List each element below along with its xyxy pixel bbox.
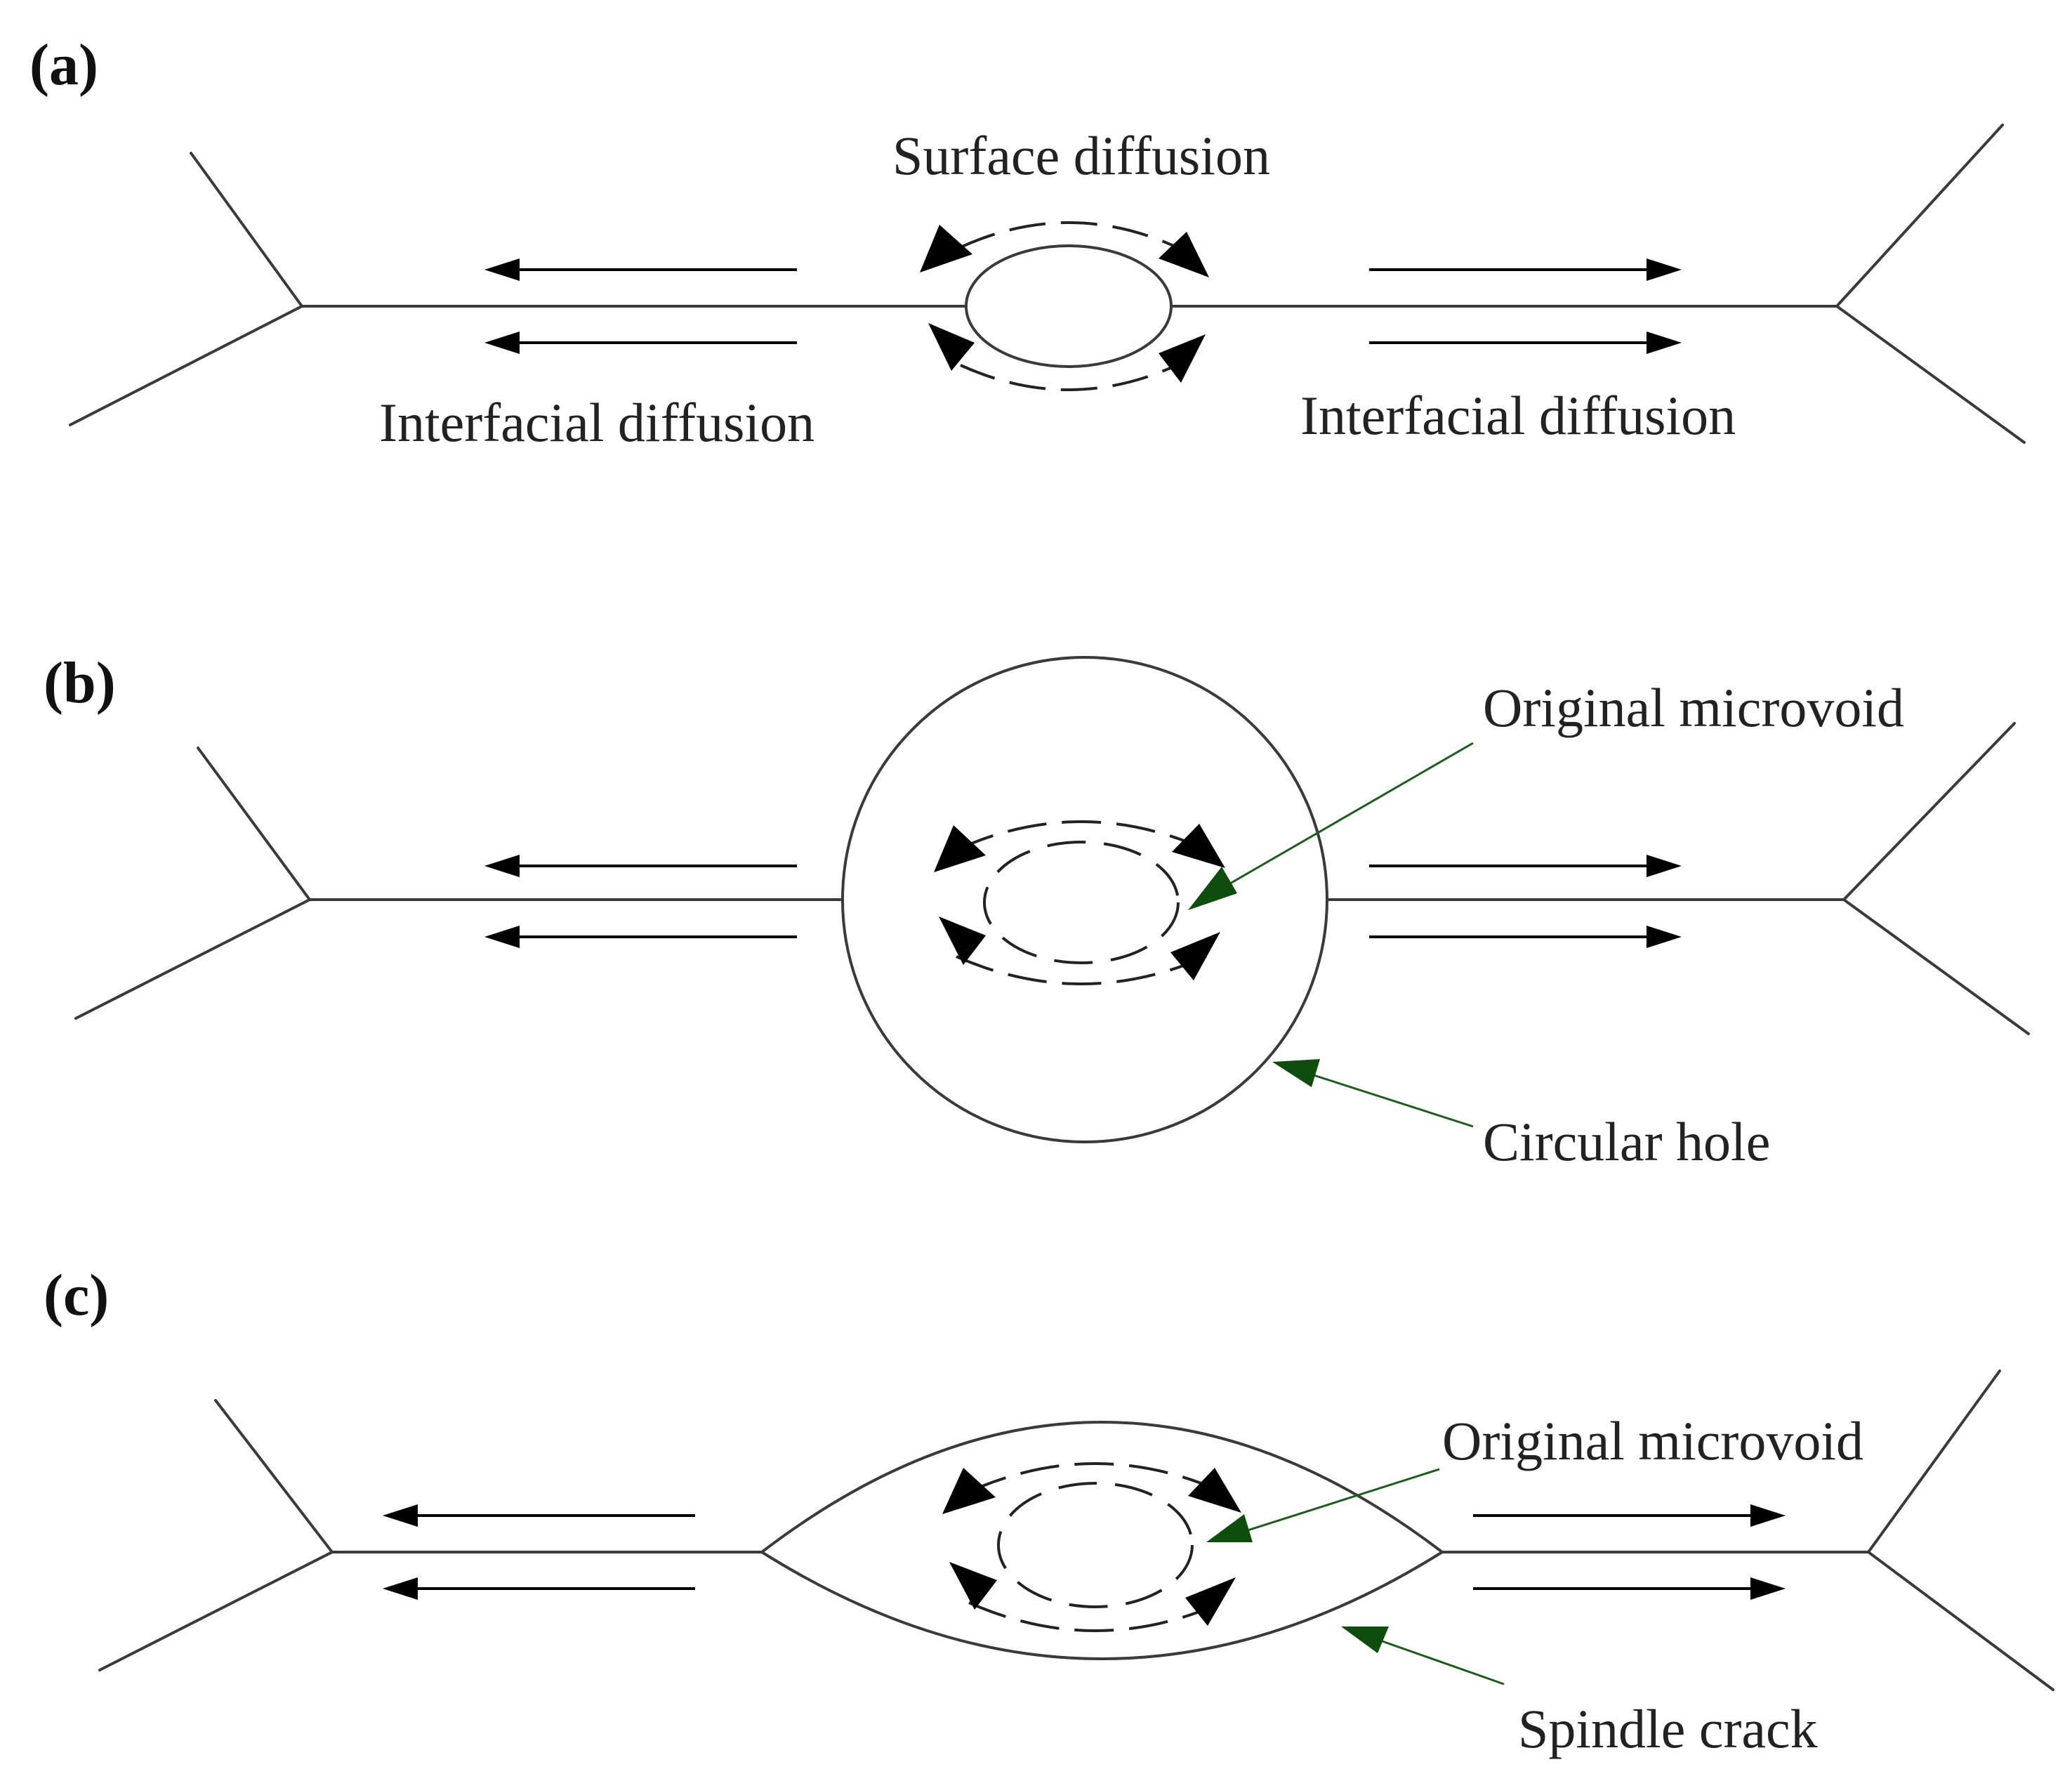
arrowhead-icon xyxy=(484,258,520,281)
arrowhead-icon xyxy=(383,1504,418,1527)
panel-a: (a) Surface diffusion Interfacial diffus… xyxy=(29,32,2026,453)
original-microvoid-label: Original microvoid xyxy=(1442,1410,1863,1471)
arrowhead-icon xyxy=(949,1562,997,1610)
leader-arrowhead-icon xyxy=(1272,1059,1320,1087)
arrowhead-icon xyxy=(484,855,520,877)
panel-c-tag: (c) xyxy=(44,1263,109,1328)
left-triple-junction xyxy=(74,747,312,1020)
spindle-crack-label: Spindle crack xyxy=(1518,1698,1818,1759)
arrowhead-icon xyxy=(1750,1504,1786,1527)
left-triple-junction xyxy=(69,152,304,426)
surface-diffusion-arc-top xyxy=(968,1462,1222,1493)
leader-arrowhead-icon xyxy=(1206,1514,1253,1542)
panel-a-tag: (a) xyxy=(29,32,98,98)
left-triple-junction xyxy=(98,1399,335,1671)
crack-leader-line xyxy=(1380,1639,1505,1686)
right-interfacial-label: Interfacial diffusion xyxy=(1300,385,1736,446)
spindle-crack xyxy=(759,1421,1445,1660)
arrowhead-icon xyxy=(1647,258,1682,281)
surface-diffusion-arc-top xyxy=(956,820,1207,851)
original-microvoid-label: Original microvoid xyxy=(1483,677,1904,738)
surface-diffusion-arc-bottom xyxy=(968,1601,1222,1632)
microvoid-leader-line xyxy=(1245,1468,1440,1532)
surface-diffusion-arc-top xyxy=(960,221,1177,249)
panel-b: (b) Original microvoid Circular hole xyxy=(44,650,2030,1172)
left-interfacial-label: Interfacial diffusion xyxy=(379,392,814,453)
right-triple-junction xyxy=(1841,722,2030,1035)
original-microvoid-outline xyxy=(997,1482,1194,1608)
leader-arrowhead-icon xyxy=(1188,867,1237,910)
right-triple-junction xyxy=(1835,124,2026,444)
surface-diffusion-arc-bottom xyxy=(956,955,1207,985)
microvoid xyxy=(965,244,1173,368)
circular-hole-label: Circular hole xyxy=(1483,1111,1770,1172)
circular-hole xyxy=(841,656,1328,1143)
arrowhead-icon xyxy=(1185,1577,1236,1626)
arrowhead-icon xyxy=(484,926,520,948)
arrowhead-icon xyxy=(1647,331,1682,354)
arrowhead-icon xyxy=(1750,1577,1786,1600)
arrowhead-icon xyxy=(383,1577,418,1600)
surface-diffusion-label: Surface diffusion xyxy=(892,125,1270,186)
arrowhead-icon xyxy=(484,331,520,354)
arrowhead-icon xyxy=(1159,334,1206,383)
leader-arrowhead-icon xyxy=(1341,1627,1389,1653)
surface-diffusion-arc-bottom xyxy=(960,364,1177,391)
arrowhead-icon xyxy=(942,1468,996,1514)
hole-leader-line xyxy=(1311,1073,1474,1128)
arrowhead-icon xyxy=(1647,926,1682,948)
panel-c: (c) Original microvoid Spindle crack xyxy=(44,1263,2054,1759)
arrowhead-icon xyxy=(1188,1468,1241,1513)
arrowhead-icon xyxy=(1172,824,1225,868)
arrowhead-icon xyxy=(928,323,975,371)
arrowhead-icon xyxy=(1159,232,1209,277)
panel-b-tag: (b) xyxy=(44,650,116,716)
arrowhead-icon xyxy=(939,916,986,965)
microvoid-leader-line xyxy=(1225,742,1474,888)
arrowhead-icon xyxy=(1170,932,1220,980)
original-microvoid-outline xyxy=(983,841,1180,964)
arrowhead-icon xyxy=(920,225,972,272)
arrowhead-icon xyxy=(934,825,986,872)
arrowhead-icon xyxy=(1647,855,1682,877)
right-triple-junction xyxy=(1866,1369,2054,1691)
